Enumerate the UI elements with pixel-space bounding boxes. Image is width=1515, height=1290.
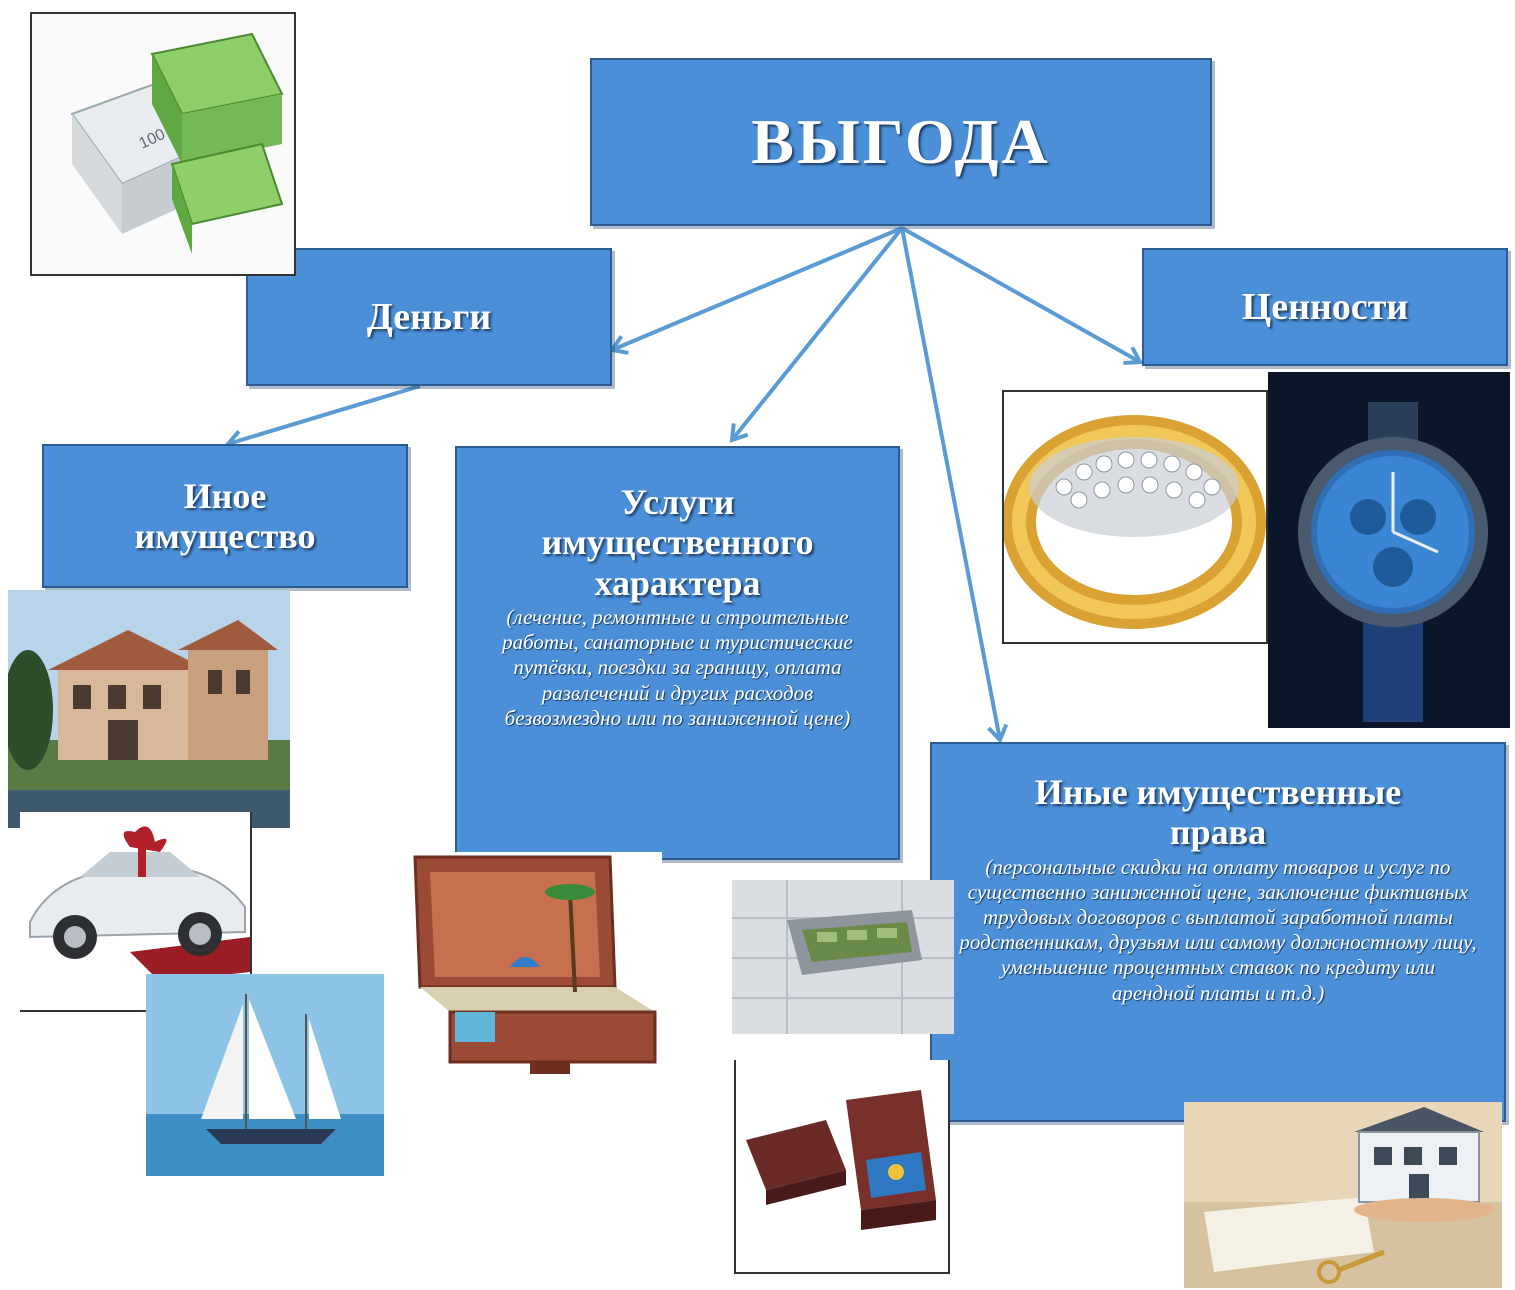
node-services-line2: имущественного [541,522,814,563]
suitcase-beach-icon [410,852,662,1080]
node-money: Деньги [246,248,612,386]
yacht-icon [146,974,384,1176]
house-model-keys-icon [1184,1102,1502,1288]
node-services-description: (лечение, ремонтные и строительные работ… [502,604,853,730]
node-other-rights-description: (персональные скидки на оплату товаров и… [959,854,1477,1005]
node-other-property-line2: имущество [134,516,316,556]
node-services-line3: характера [594,562,761,603]
node-services: Услуги имущественного характера (лечение… [455,446,900,860]
node-other-rights-line2: права [1169,812,1267,853]
root-node-label: ВЫГОДА [751,106,1051,178]
gift-box-card-icon [734,1060,950,1274]
arrow-to-money [608,226,903,355]
arrow-money-to-other-property [224,384,421,451]
node-other-property: Иное имущество [42,444,408,588]
arrow-to-valuables [901,226,1144,365]
house-icon [8,590,290,828]
node-services-line1: Услуги [620,482,735,522]
arrow-to-services [729,226,904,443]
safe-deposit-icon [732,880,954,1034]
node-valuables: Ценности [1142,248,1508,366]
ring-icon [1002,390,1268,644]
arrow-to-other-rights [900,227,1009,744]
node-other-rights: Иные имущественные права (персональные с… [930,742,1506,1122]
node-other-rights-line1: Иные имущественные [1034,772,1402,812]
node-valuables-label: Ценности [1241,285,1409,328]
banknotes-icon: 100 [30,12,296,276]
node-other-property-line1: Иное [183,475,267,516]
root-node-benefit: ВЫГОДА [590,58,1212,226]
watch-icon [1268,372,1510,728]
node-money-label: Деньги [366,295,492,338]
